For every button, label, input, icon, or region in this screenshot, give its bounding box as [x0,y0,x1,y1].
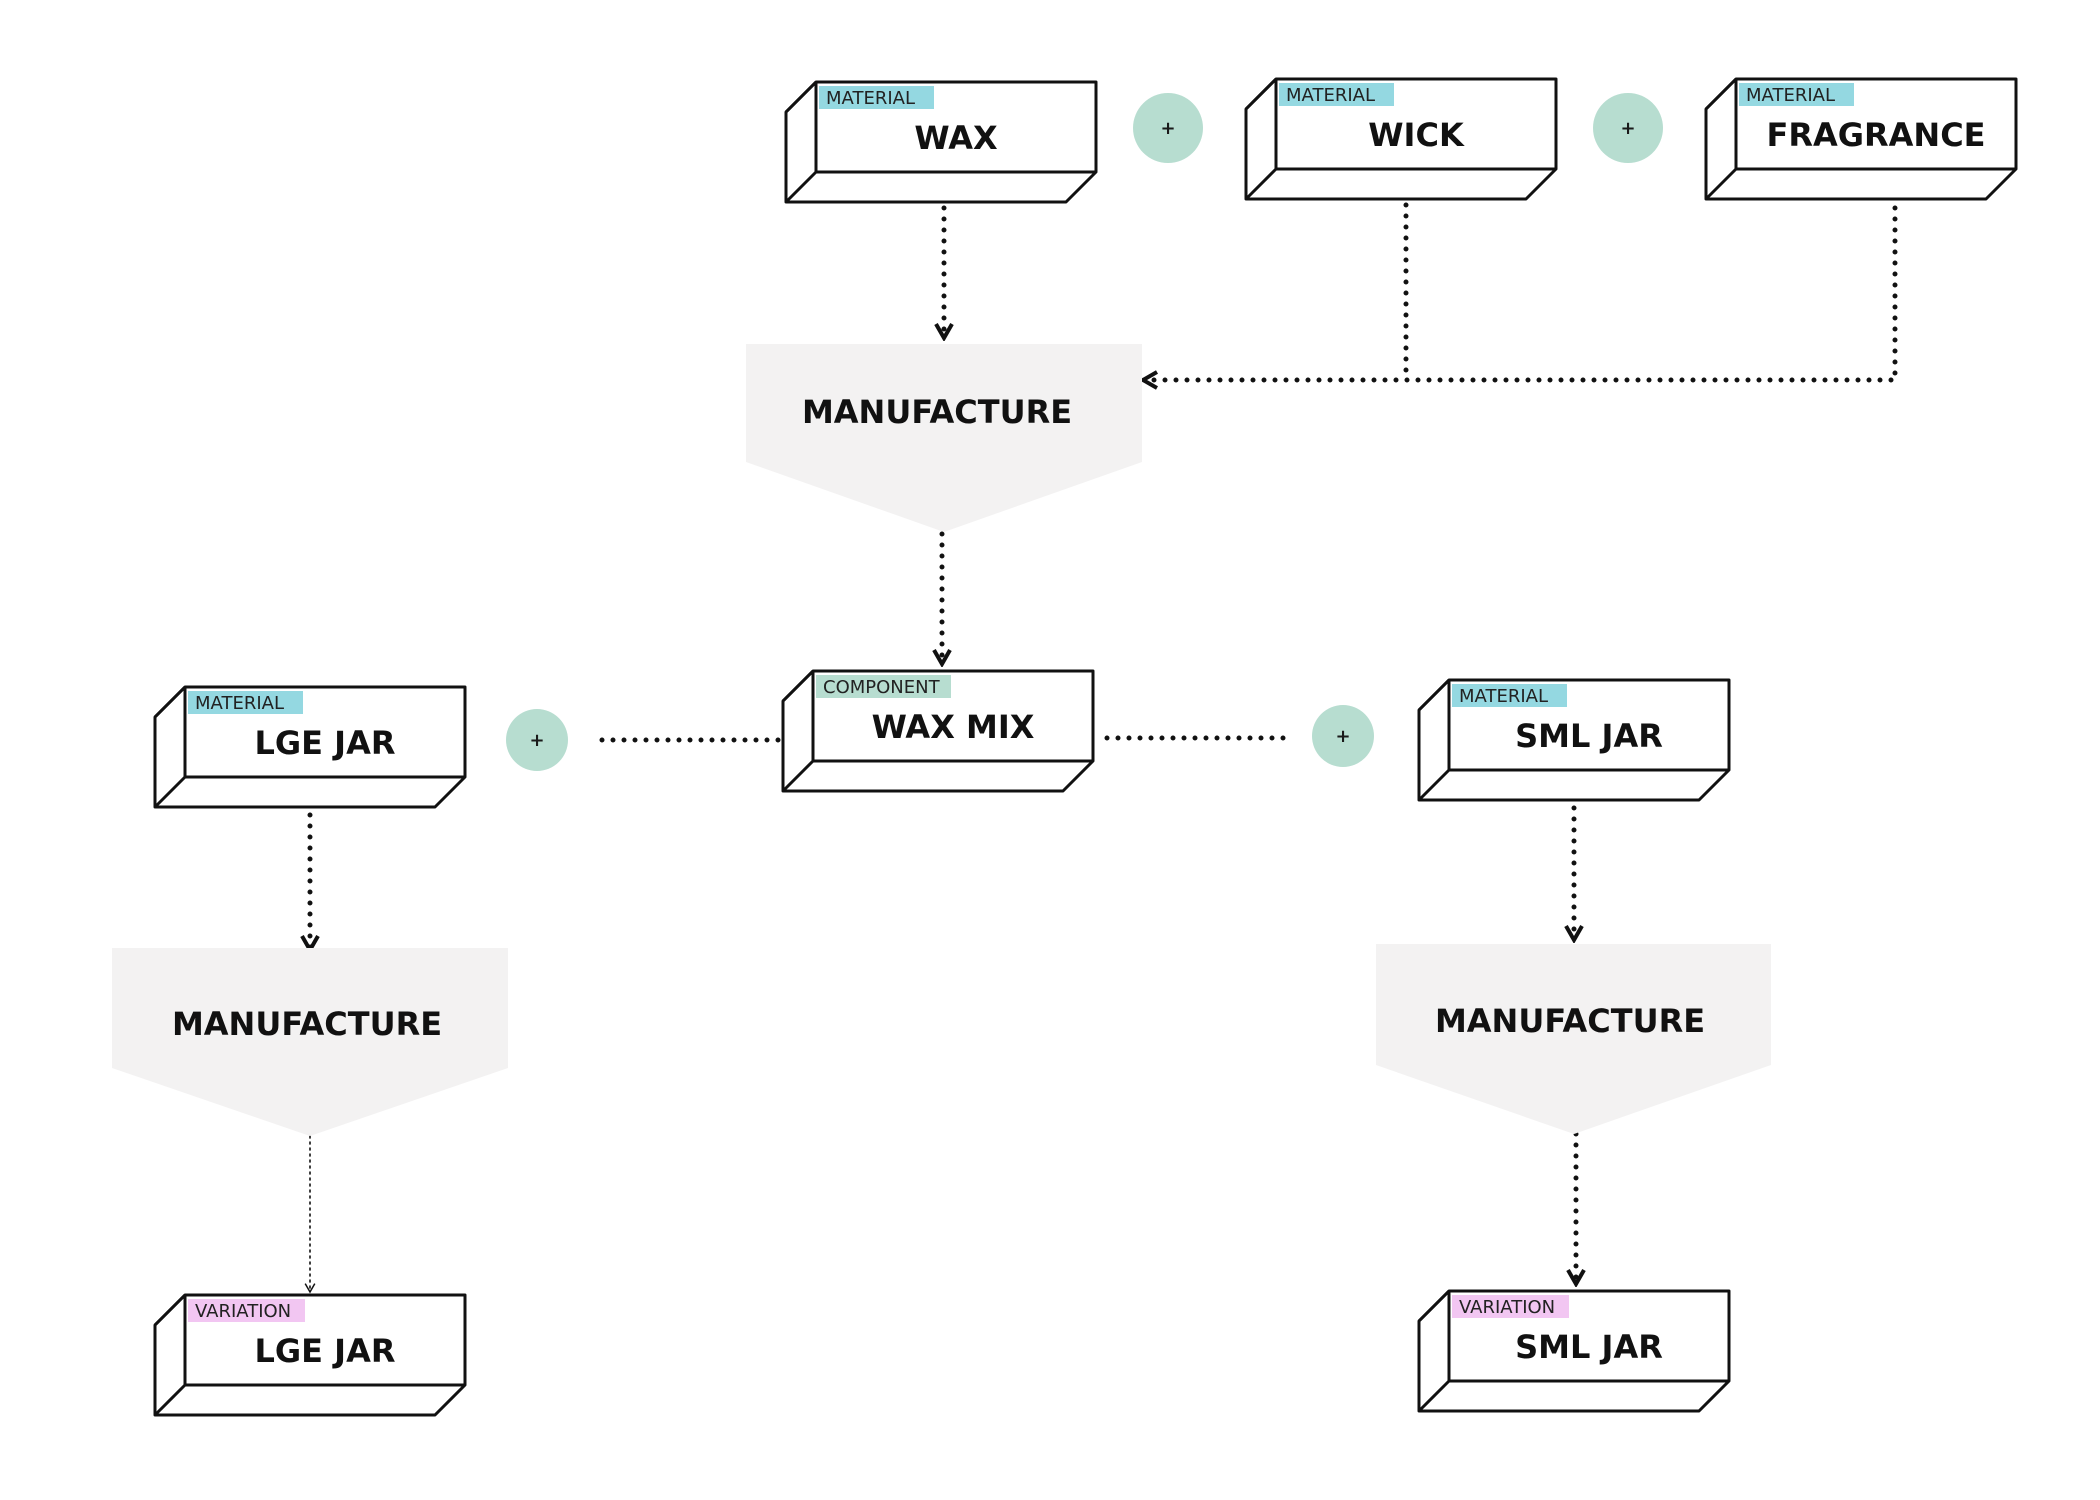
box-tag: MATERIAL [1459,686,1548,707]
svg-text:+: + [1620,118,1635,139]
box-title: WAX MIX [872,708,1035,746]
box-title: LGE JAR [255,1332,396,1370]
box-tag: MATERIAL [1746,85,1835,106]
box-tag: COMPONENT [823,677,941,698]
box-tag: MATERIAL [195,693,284,714]
process-manufacture-left: MANUFACTURE [112,948,508,1136]
box-title: WAX [914,119,998,157]
box-component-wax-mix: COMPONENT WAX MIX [781,669,1095,793]
box-tag: MATERIAL [826,88,915,109]
connector-fragrance-to-manufacture [1143,205,1898,380]
box-tag: MATERIAL [1286,85,1375,106]
box-title: SML JAR [1515,1328,1663,1366]
svg-text:+: + [1160,118,1175,139]
process-label: MANUFACTURE [1435,1002,1705,1040]
box-tag: VARIATION [1459,1297,1555,1318]
box-tag: VARIATION [195,1301,291,1322]
connectors [310,202,1898,1294]
plus-badge-sml-jar: + [1312,705,1374,767]
box-material-fragrance: MATERIAL FRAGRANCE [1704,77,2018,201]
plus-badge-lge-jar: + [506,709,568,771]
box-material-lge-jar: MATERIAL LGE JAR [153,685,467,809]
box-variation-lge-jar: VARIATION LGE JAR [153,1293,467,1417]
box-material-wax: MATERIAL WAX [784,80,1098,204]
process-label: MANUFACTURE [802,393,1072,431]
process-manufacture-right: MANUFACTURE [1376,944,1771,1134]
svg-text:+: + [529,730,544,751]
box-title: SML JAR [1515,717,1663,755]
svg-text:+: + [1335,726,1350,747]
box-title: LGE JAR [255,724,396,762]
box-material-wick: MATERIAL WICK [1244,77,1558,201]
box-title: WICK [1368,116,1465,154]
box-material-sml-jar: MATERIAL SML JAR [1417,678,1731,802]
box-variation-sml-jar: VARIATION SML JAR [1417,1289,1731,1413]
plus-badge-wax-wick: + [1133,93,1203,163]
process-label: MANUFACTURE [172,1005,442,1043]
plus-badge-wick-fragrance: + [1593,93,1663,163]
box-title: FRAGRANCE [1766,116,1985,154]
process-manufacture-top: MANUFACTURE [746,344,1142,532]
